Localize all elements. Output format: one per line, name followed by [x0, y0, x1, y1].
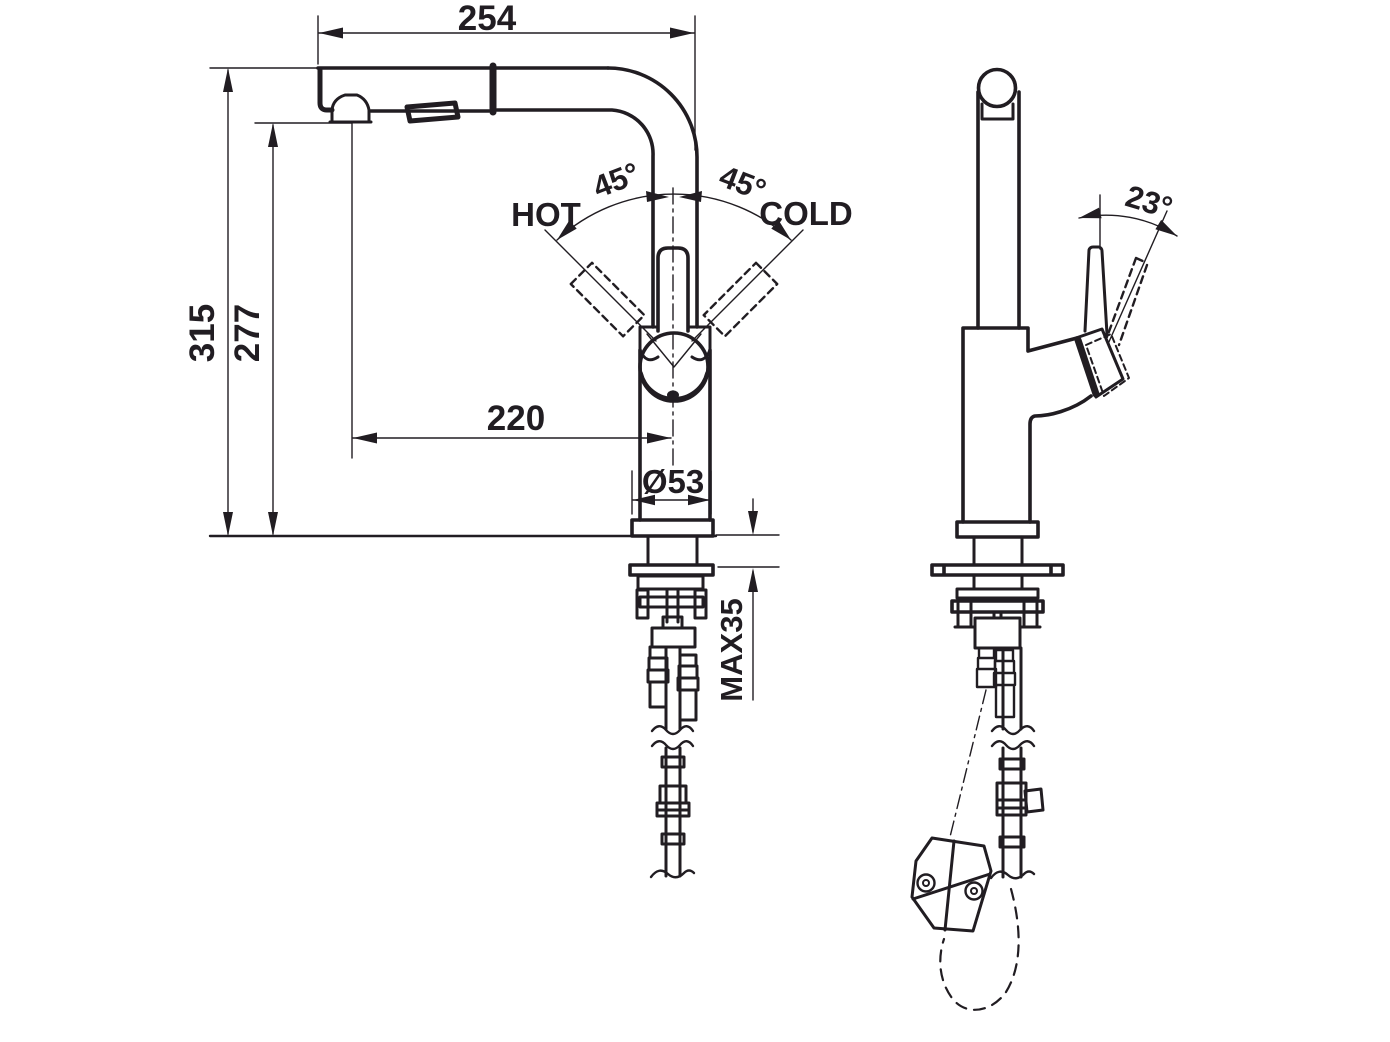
- front-view-swing-angle: [544, 191, 804, 342]
- riser-column-side: [976, 90, 1021, 330]
- break-symbol-side: [990, 725, 1036, 751]
- base-flange: [630, 518, 715, 538]
- spray-nozzle: [328, 93, 373, 124]
- dim-max-counter-thickness: MAX35: [714, 598, 749, 701]
- spray-head-left-edge: [317, 67, 335, 113]
- side-view-tilt-angle: 23°: [1078, 178, 1178, 345]
- front-view-under-counter: [208, 534, 718, 879]
- dim-outlet-height: 277: [228, 304, 267, 362]
- base-flange-side: [955, 520, 1040, 539]
- hose-centerline: [949, 689, 987, 838]
- handle-position-hot-dashed: [569, 261, 646, 338]
- hose-loop-dashed: [939, 887, 1020, 1011]
- label-cold: COLD: [759, 195, 853, 232]
- dim-spout-reach: 254: [458, 0, 517, 38]
- mounting-washer: [930, 563, 1065, 577]
- front-view-faucet-outline: [316, 62, 699, 329]
- dim-overall-height: 315: [183, 304, 222, 362]
- weight-screw-right: [964, 881, 984, 901]
- side-view-lever: [1074, 245, 1149, 399]
- break-symbol: [650, 725, 695, 751]
- spray-tip-side: [980, 102, 1015, 121]
- spout-end-circle: [976, 67, 1018, 109]
- weight-screw-left: [916, 873, 936, 893]
- dim-base-diameter: Ø53: [642, 463, 704, 500]
- handle-position-cold-dashed: [702, 261, 779, 338]
- hose-fitting: [655, 784, 691, 818]
- pullout-hose-crimp: [992, 648, 1017, 719]
- label-hot: HOT: [511, 196, 581, 233]
- lever-base-dashed: [1085, 333, 1130, 397]
- valve-body: [650, 626, 697, 649]
- side-view-faucet-outline: [955, 67, 1093, 539]
- spray-toggle-button: [404, 100, 461, 124]
- hose-weight-block: [910, 836, 993, 933]
- side-view-hose-weight: [910, 836, 1020, 1011]
- lever-tilted-dashed: [1105, 256, 1149, 347]
- hose-connector-right: [676, 653, 700, 722]
- side-view-under-counter: [930, 535, 1065, 880]
- lever-blade-side: [1083, 245, 1109, 336]
- dim-swing-left: 45°: [588, 155, 644, 204]
- front-view-dimensions: 254 315 277 220 Ø53 MAX35 45° 45° HOT CO…: [183, 0, 853, 702]
- dim-lever-tilt: 23°: [1122, 178, 1177, 225]
- dim-outlet-reach: 220: [487, 399, 545, 438]
